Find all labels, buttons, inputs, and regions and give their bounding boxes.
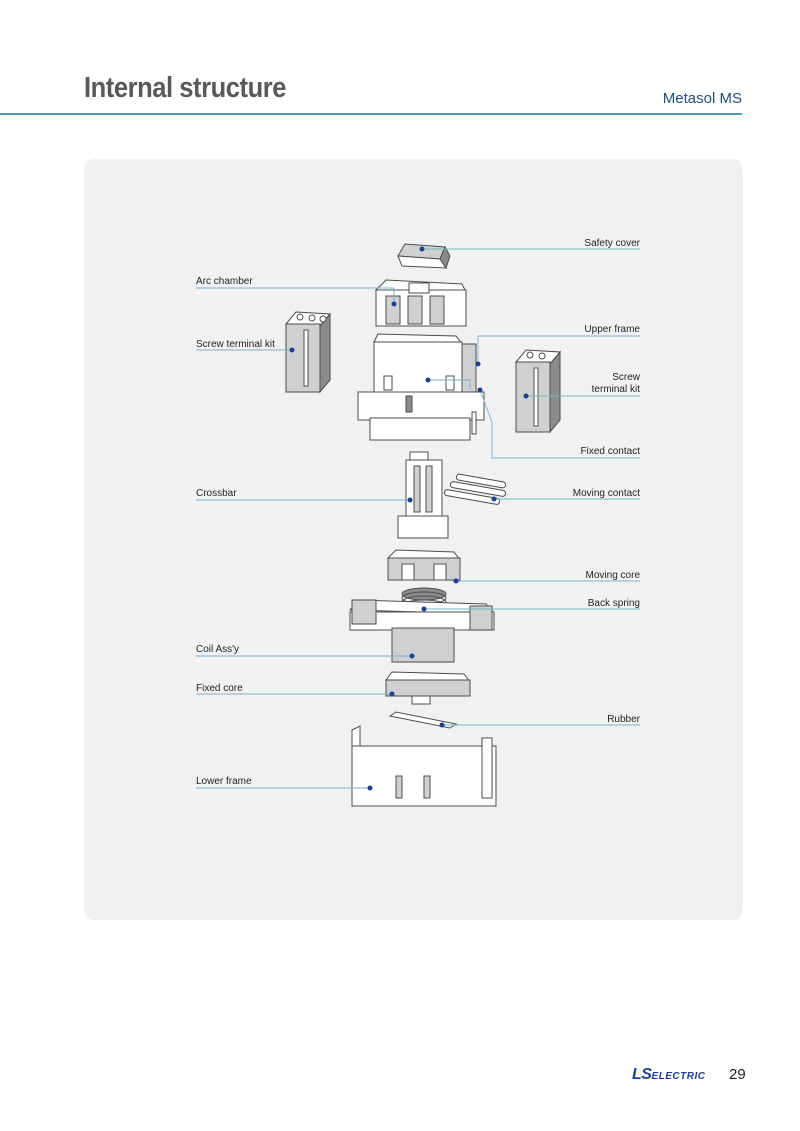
label-fixed-core: Fixed core [196, 683, 243, 694]
label-fixed-contact: Fixed contact [580, 446, 640, 457]
crossbar-part [397, 451, 449, 539]
page-title: Internal structure [84, 72, 286, 104]
arc-chamber-part [374, 279, 467, 327]
label-upper-frame: Upper frame [584, 324, 640, 335]
label-rubber: Rubber [607, 714, 640, 725]
logo-ls-text: LS [632, 1066, 652, 1083]
ls-electric-logo: LSELECTRIC [632, 1066, 705, 1084]
page-number: 29 [729, 1066, 746, 1083]
label-coil-assy: Coil Ass'y [196, 644, 240, 655]
label-screw-terminal-kit-left: Screw terminal kit [196, 339, 275, 350]
lower-frame-part [351, 725, 497, 807]
label-moving-contact: Moving contact [572, 488, 640, 499]
label-crossbar: Crossbar [196, 488, 237, 499]
logo-electric-text: ELECTRIC [651, 1071, 706, 1082]
moving-core-part [386, 549, 462, 581]
safety-cover-part [397, 243, 451, 270]
label-back-spring: Back spring [587, 598, 640, 609]
product-name: Metasol MS [662, 90, 742, 107]
upper-frame-part [357, 333, 485, 441]
header-divider [0, 113, 742, 115]
screw-terminal-kit-right-part [514, 349, 562, 434]
fixed-core-part [385, 671, 472, 705]
label-screw-terminal-kit-right-line1: Screw [612, 372, 640, 383]
label-arc-chamber: Arc chamber [196, 276, 253, 287]
label-lower-frame: Lower frame [196, 776, 252, 787]
label-moving-core: Moving core [585, 570, 640, 581]
label-safety-cover: Safety cover [584, 238, 640, 249]
coil-assembly-part [348, 599, 496, 663]
label-screw-terminal-kit-right-line2: terminal kit [591, 384, 640, 395]
moving-contact-part [443, 473, 507, 505]
rubber-part [388, 711, 458, 729]
screw-terminal-kit-left-part [284, 311, 332, 394]
leader-lines [196, 246, 640, 791]
